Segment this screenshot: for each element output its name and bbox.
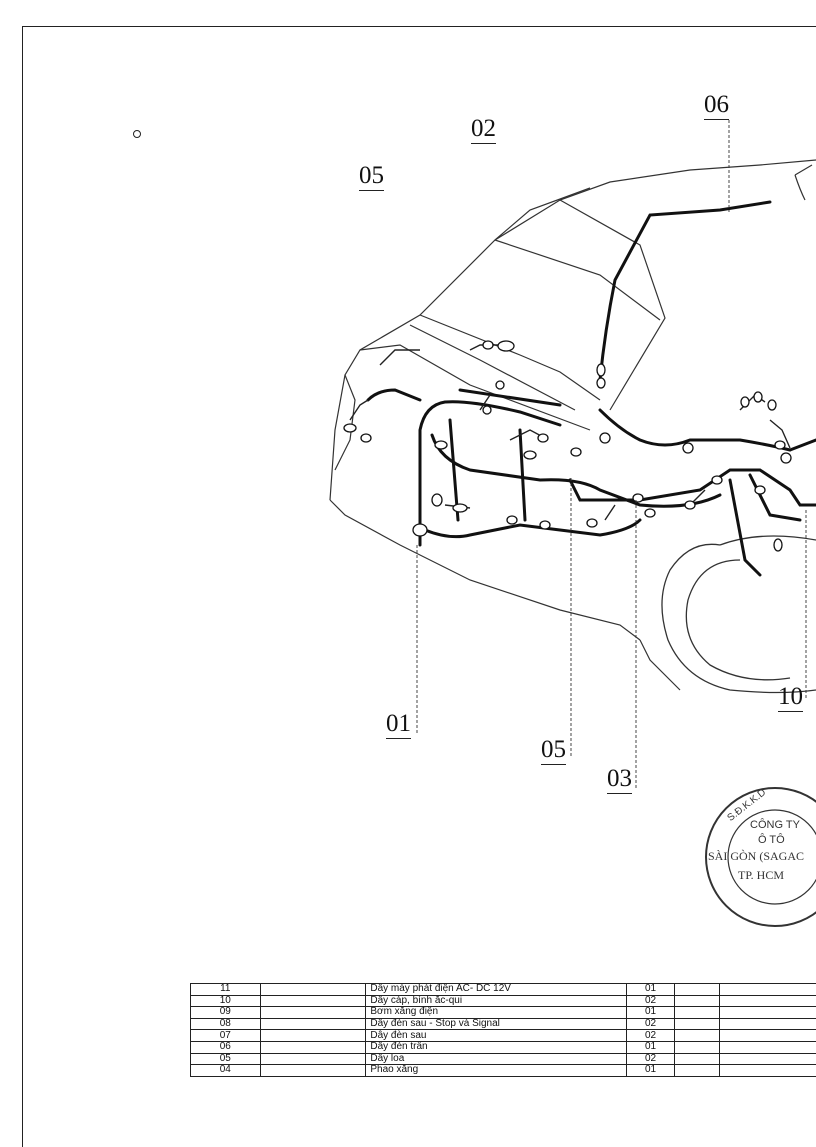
parts-extra-cell [674, 1041, 719, 1053]
parts-name-cell: Dây đèn trần [366, 1041, 627, 1053]
callout-05-top: 05 [359, 163, 384, 191]
parts-extra-cell [720, 995, 816, 1007]
parts-qty-cell: 02 [627, 1030, 674, 1042]
parts-qty-cell: 02 [627, 995, 674, 1007]
parts-extra-cell [720, 1018, 816, 1030]
harness-connectors [344, 341, 791, 551]
parts-qty-cell: 01 [627, 1007, 674, 1019]
parts-no-cell: 04 [191, 1065, 261, 1077]
parts-no-cell: 07 [191, 1030, 261, 1042]
parts-no-cell: 05 [191, 1053, 261, 1065]
parts-name-cell: Phao xăng [366, 1065, 627, 1077]
parts-qty-cell: 01 [627, 1041, 674, 1053]
parts-extra-cell [674, 1018, 719, 1030]
parts-blank-cell [260, 1018, 366, 1030]
parts-name-cell: Dây đèn sau [366, 1030, 627, 1042]
parts-no-cell: 09 [191, 1007, 261, 1019]
parts-qty-cell: 02 [627, 1018, 674, 1030]
parts-blank-cell [260, 1041, 366, 1053]
parts-blank-cell [260, 1007, 366, 1019]
parts-qty-cell: 02 [627, 1053, 674, 1065]
parts-extra-cell [720, 1007, 816, 1019]
parts-no-cell: 10 [191, 995, 261, 1007]
parts-extra-cell [674, 1053, 719, 1065]
parts-blank-cell [260, 995, 366, 1007]
car-body-outline [330, 160, 816, 690]
parts-name-cell: Dây cáp, bình ắc-qui [366, 995, 627, 1007]
parts-extra-cell [720, 1041, 816, 1053]
callout-01: 01 [386, 711, 411, 739]
parts-extra-cell [720, 1065, 816, 1077]
parts-no-cell: 08 [191, 1018, 261, 1030]
parts-extra-cell [674, 1007, 719, 1019]
parts-extra-cell [674, 1065, 719, 1077]
parts-no-cell: 06 [191, 1041, 261, 1053]
parts-extra-cell [720, 1053, 816, 1065]
parts-qty-cell: 01 [627, 984, 674, 996]
callout-03: 03 [607, 766, 632, 794]
parts-name-cell: Dây loa [366, 1053, 627, 1065]
parts-blank-cell [260, 984, 366, 996]
stamp-line-1: CÔNG TY [750, 819, 800, 831]
leader-lines [417, 120, 806, 790]
company-seal-stamp: S.Đ.K.K.D CÔNG TY Ô TÔ SÀI GÒN (SAGAC TP… [700, 782, 816, 932]
parts-name-cell: Dây đèn sau - Stop và Signal [366, 1018, 627, 1030]
stamp-line-2: Ô TÔ [758, 834, 785, 846]
callout-06: 06 [704, 92, 729, 120]
callout-02: 02 [471, 116, 496, 144]
parts-extra-cell [720, 1030, 816, 1042]
parts-extra-cell [674, 984, 719, 996]
parts-name-cell: Dây máy phát điện AC- DC 12V [366, 984, 627, 996]
parts-blank-cell [260, 1053, 366, 1065]
parts-blank-cell [260, 1065, 366, 1077]
parts-no-cell: 11 [191, 984, 261, 996]
parts-qty-cell: 01 [627, 1065, 674, 1077]
harness-branches [350, 345, 790, 520]
parts-name-cell: Bơm xăng điện [366, 1007, 627, 1019]
callout-05-bottom: 05 [541, 737, 566, 765]
parts-extra-cell [674, 1030, 719, 1042]
parts-extra-cell [720, 984, 816, 996]
wiring-harness-drawing [0, 0, 816, 1123]
front-wheel [662, 536, 816, 693]
stamp-line-4: TP. HCM [738, 868, 784, 883]
parts-blank-cell [260, 1030, 366, 1042]
parts-extra-cell [674, 995, 719, 1007]
callout-10: 10 [778, 684, 803, 712]
stamp-line-3: SÀI GÒN (SAGAC [708, 849, 804, 864]
